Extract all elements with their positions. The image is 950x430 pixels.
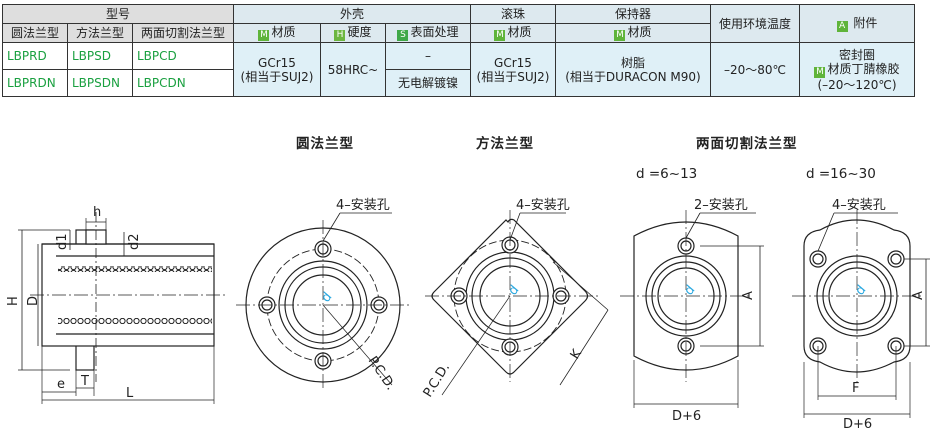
hardness-label: 硬度	[347, 25, 372, 39]
label-round-pcd: P.C.D.	[365, 354, 398, 393]
ball-material-badge: M	[494, 30, 506, 41]
label-square-pcd: P.C.D.	[421, 361, 453, 401]
housing-material-label: 材质	[271, 25, 296, 39]
label-h: h	[93, 205, 101, 220]
header-housing: 外壳	[233, 4, 471, 24]
housing-material-value: GCr15(相当于SUJ2)	[233, 42, 321, 97]
accessory-badge: A	[836, 20, 848, 32]
ball-material-line2: (相当于SUJ2)	[476, 69, 550, 84]
label-round-holes: 4–安装孔	[336, 198, 390, 213]
two-side-cut-large-drawing	[792, 210, 930, 418]
retainer-line2: (相当于DURACON M90)	[565, 69, 701, 84]
technical-drawings: h d1 d2 H D e T L 4–安装孔 P.C.D. d 4–安装孔 P…	[6, 198, 930, 430]
caption-round: 圆法兰型	[296, 136, 354, 152]
part-lbpcd: LBPCD	[132, 42, 234, 70]
temperature-value: –20～80℃	[710, 42, 800, 97]
hardness-value: 58HRC~	[320, 42, 386, 97]
header-accessory: A 附件	[799, 4, 915, 43]
accessory-line1: 密封圈	[838, 47, 875, 62]
label-small-D6: D+6	[672, 409, 701, 424]
retainer-material-badge: M	[614, 30, 626, 41]
label-small-A: A	[741, 291, 756, 300]
round-flange-drawing	[236, 212, 410, 390]
part-lbprd: LBPRD	[2, 42, 68, 70]
subheader-round: 圆法兰型	[2, 23, 68, 43]
surface-value-2: 无电解镀镍	[385, 69, 471, 97]
surface-value-1: –	[385, 42, 471, 70]
material-badge: M	[258, 30, 270, 41]
part-lbpcdn: LBPCDN	[132, 69, 234, 97]
surface-label: 表面处理	[410, 25, 459, 39]
hardness-badge: H	[334, 30, 346, 41]
range-large-label: d =16~30	[806, 166, 876, 182]
ball-material-label: 材质	[507, 25, 532, 39]
label-large-D6: D+6	[843, 417, 872, 430]
header-ball: 滚珠	[470, 4, 556, 24]
label-square-holes: 4–安装孔	[516, 198, 570, 213]
header-temperature: 使用环境温度	[710, 4, 800, 43]
header-model: 型号	[2, 4, 234, 24]
housing-material-line2: (相当于SUJ2)	[240, 69, 314, 84]
caption-square: 方法兰型	[476, 136, 534, 152]
label-small-holes: 2–安装孔	[694, 198, 748, 213]
label-large-holes: 4–安装孔	[832, 198, 886, 213]
label-e: e	[57, 377, 65, 392]
ball-material-line1: GCr15	[494, 55, 532, 70]
surface-badge: S	[397, 30, 409, 41]
retainer-line1: 树脂	[620, 55, 645, 70]
label-T: T	[80, 374, 89, 389]
part-lbpsd: LBPSD	[67, 42, 133, 70]
two-side-cut-small-drawing	[620, 210, 764, 408]
square-flange-drawing	[425, 210, 609, 396]
retainer-material-label: 材质	[627, 25, 652, 39]
label-square-K: K	[568, 347, 585, 363]
retainer-value: 树脂(相当于DURACON M90)	[555, 42, 711, 97]
accessory-line3: (–20～120℃)	[817, 77, 897, 92]
label-large-A: A	[911, 291, 926, 300]
caption-two-side: 两面切割法兰型	[696, 136, 798, 152]
label-d1: d1	[55, 233, 70, 250]
part-lbprdn: LBPRDN	[2, 69, 68, 97]
subheader-two-side: 两面切割法兰型	[132, 23, 234, 43]
subheader-square: 方法兰型	[67, 23, 133, 43]
label-large-F: F	[852, 381, 859, 396]
accessory-label: 附件	[853, 15, 878, 30]
spec-table: 型号 外壳 滚珠 保持器 使用环境温度 A 附件 圆法兰型 方法兰型 两面切割法…	[2, 4, 915, 97]
header-retainer: 保持器	[555, 4, 711, 24]
ball-material-value: GCr15(相当于SUJ2)	[470, 42, 556, 97]
label-L: L	[126, 386, 134, 401]
label-d2: d2	[127, 233, 142, 250]
part-lbpsdn: LBPSDN	[67, 69, 133, 97]
side-view-drawing	[18, 212, 228, 404]
housing-material-line1: GCr15	[258, 55, 296, 70]
accessory-material-badge: M	[814, 66, 826, 78]
accessory-line2-text: 材质丁腈橡胶	[827, 61, 900, 76]
range-small-label: d =6~13	[636, 166, 698, 182]
label-H: H	[6, 296, 21, 306]
label-D: D	[26, 296, 41, 306]
